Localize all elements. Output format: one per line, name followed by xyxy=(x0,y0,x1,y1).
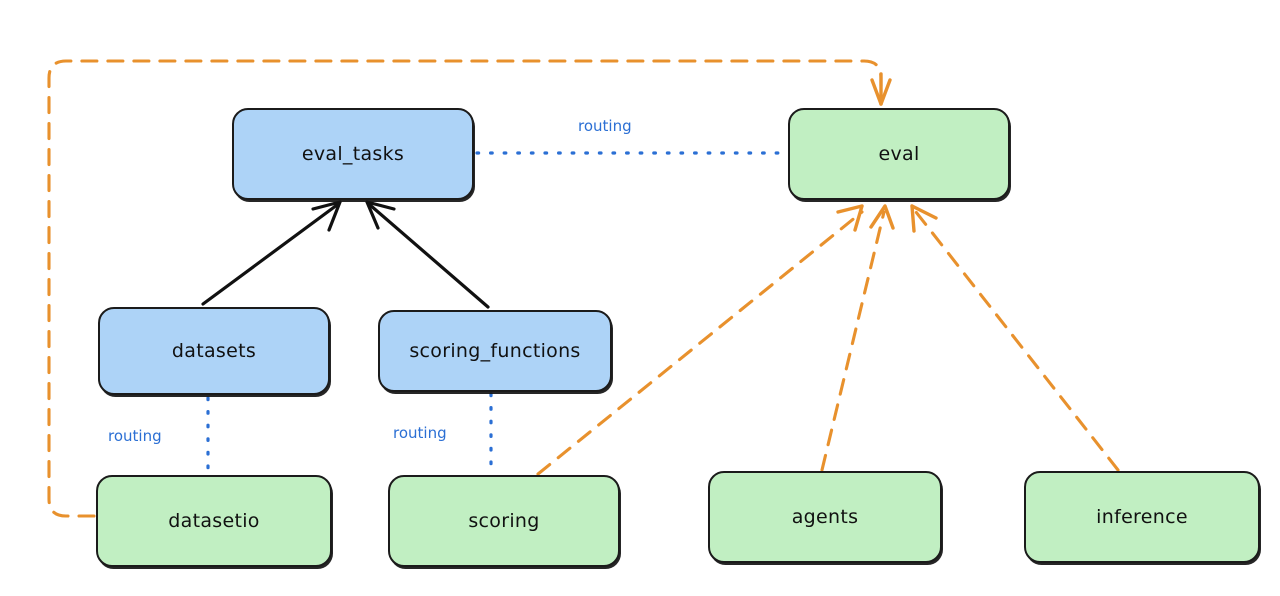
edge-agents-to-eval xyxy=(820,204,895,472)
node-agents[interactable]: agents xyxy=(708,471,942,563)
node-eval[interactable]: eval xyxy=(788,108,1010,200)
edge-label-routing-datasets-datasetio: routing xyxy=(108,427,162,445)
node-inference-label: inference xyxy=(1096,506,1188,528)
node-inference[interactable]: inference xyxy=(1024,471,1260,563)
node-scoring[interactable]: scoring xyxy=(388,475,620,567)
node-eval-label: eval xyxy=(878,143,920,165)
node-datasetio[interactable]: datasetio xyxy=(96,475,332,567)
edge-datasetio-to-eval xyxy=(47,59,892,518)
node-eval-tasks-label: eval_tasks xyxy=(301,143,405,165)
edge-label-routing-eval-tasks-eval: routing xyxy=(578,117,632,135)
node-eval-tasks[interactable]: eval_tasks xyxy=(232,108,474,200)
node-datasets[interactable]: datasets xyxy=(98,307,330,395)
edge-scoring-to-eval xyxy=(536,204,864,476)
node-scoring-functions[interactable]: scoring_functions xyxy=(378,310,612,392)
node-agents-label: agents xyxy=(791,506,859,528)
node-datasetio-label: datasetio xyxy=(168,510,260,532)
node-scoring-functions-label: scoring_functions xyxy=(409,340,581,362)
node-datasets-label: datasets xyxy=(171,340,257,362)
edge-inference-to-eval xyxy=(910,204,1120,472)
node-scoring-label: scoring xyxy=(468,510,540,532)
edge-scoring-functions-to-eval-tasks xyxy=(365,200,490,309)
edge-datasets-to-eval-tasks xyxy=(201,200,342,306)
edge-label-routing-scoring-functions-scoring: routing xyxy=(393,424,447,442)
